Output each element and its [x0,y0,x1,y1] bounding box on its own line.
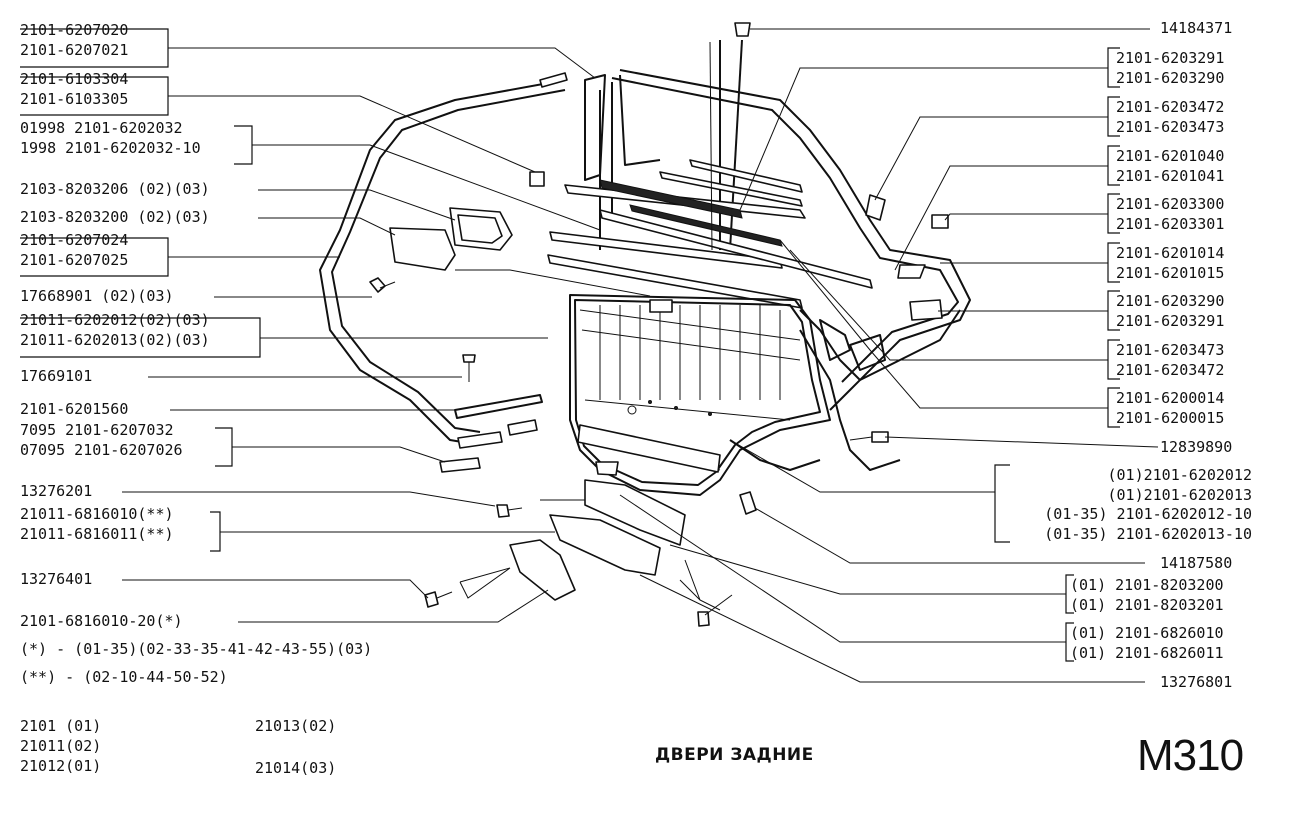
label-2101-6203290-a: 2101-6203290 [1116,69,1225,87]
label-2101-6201040: 2101-6201040 [1116,147,1225,165]
model-2101: 2101 (01) [20,717,102,735]
model-21011: 21011(02) [20,737,102,755]
page-title: ДВЕРИ ЗАДНИЕ [655,745,814,765]
footnote-double-asterisk: (**) - (02-10-44-50-52) [20,668,228,686]
label-2101-6201014: 2101-6201014 [1116,244,1225,262]
label-2101-6203472-a: 2101-6203472 [1116,98,1225,116]
label-7095-2101-6207032: 7095 2101-6207032 [20,421,174,439]
inner-door-structure [729,264,961,471]
door-trim-panel [569,294,831,496]
door-frame [584,39,971,411]
label-2101-6201015: 2101-6201015 [1116,264,1225,282]
label-21011-6202013: 21011-6202013(02)(03) [20,331,210,349]
label-2101-6103305: 2101-6103305 [20,90,129,108]
label-01-2101-6826010: (01) 2101-6826010 [1070,624,1224,642]
label-2101-6200014: 2101-6200014 [1116,389,1225,407]
label-01-2101-6826011: (01) 2101-6826011 [1070,644,1224,662]
label-01-35-2101-6202013-10: (01-35) 2101-6202013-10 [1044,525,1252,543]
label-2101-6207024: 2101-6207024 [20,231,129,249]
label-13276401: 13276401 [20,570,93,588]
label-21011-6202012: 21011-6202012(02)(03) [20,311,210,329]
label-1998-2101-6202032-10: 1998 2101-6202032-10 [20,139,201,157]
armrest-handles [389,207,686,601]
label-01998-2101-6202032: 01998 2101-6202032 [20,119,183,137]
window-channels [539,72,886,309]
label-17668901: 17668901 (02)(03) [20,287,174,305]
label-01-2101-6202012: (01)2101-6202012 [1107,466,1253,484]
sheet-code: M310 [1137,731,1244,780]
label-14184371: 14184371 [1160,19,1233,37]
label-21011-6816010: 21011-6816010(**) [20,505,174,523]
label-2101-6203290-b: 2101-6203290 [1116,292,1225,310]
label-2101-6200015: 2101-6200015 [1116,409,1225,427]
label-2101-6203472-b: 2101-6203472 [1116,361,1225,379]
label-2101-6207025: 2101-6207025 [20,251,129,269]
label-brackets [20,28,1120,662]
label-2101-6203473-a: 2101-6203473 [1116,118,1225,136]
label-01-35-2101-6202012-10: (01-35) 2101-6202012-10 [1044,505,1252,523]
leader-lines [122,28,1159,683]
label-21011-6816011: 21011-6816011(**) [20,525,174,543]
door-seal [319,79,566,446]
model-21012: 21012(01) [20,757,102,775]
label-12839890: 12839890 [1160,438,1233,456]
label-2101-6816010-20: 2101-6816010-20(*) [20,612,183,630]
label-2101-6201041: 2101-6201041 [1116,167,1225,185]
label-13276801: 13276801 [1160,673,1233,691]
label-2103-8203200: 2103-8203200 (02)(03) [20,208,210,226]
label-2101-6203301: 2101-6203301 [1116,215,1225,233]
label-2101-6203300: 2101-6203300 [1116,195,1225,213]
label-01-2101-6202013: (01)2101-6202013 [1107,486,1253,504]
screws-and-fasteners [369,22,949,627]
footnote-single-asterisk: (*) - (01-35)(02-33-35-41-42-43-55)(03) [20,640,373,658]
model-21014: 21014(03) [255,759,337,777]
label-2101-6207020: 2101-6207020 [20,21,129,39]
label-2103-8203206: 2103-8203206 (02)(03) [20,180,210,198]
label-2101-6207021: 2101-6207021 [20,41,129,59]
label-2101-6201560: 2101-6201560 [20,400,129,418]
model-21013: 21013(02) [255,717,337,735]
label-17669101: 17669101 [20,367,93,385]
label-14187580: 14187580 [1160,554,1233,572]
label-13276201: 13276201 [20,482,93,500]
label-01-2101-8203200: (01) 2101-8203200 [1070,576,1224,594]
label-2101-6203291-a: 2101-6203291 [1116,49,1225,67]
label-2101-6203291-b: 2101-6203291 [1116,312,1225,330]
label-01-2101-8203201: (01) 2101-8203201 [1070,596,1224,614]
label-07095-2101-6207026: 07095 2101-6207026 [20,441,183,459]
label-2101-6103304: 2101-6103304 [20,70,129,88]
label-2101-6203473-b: 2101-6203473 [1116,341,1225,359]
